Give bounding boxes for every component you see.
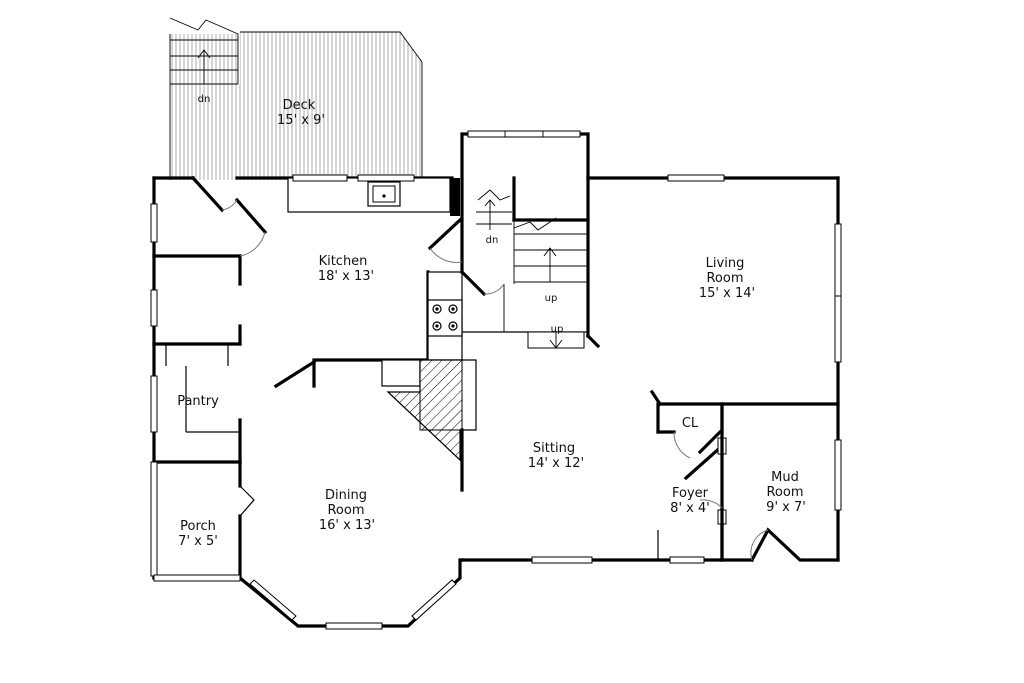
living-name-2: Room: [706, 271, 743, 286]
sitting-name: Sitting: [533, 441, 575, 456]
dining-name-2: Room: [327, 503, 364, 518]
lower-stair-label: up: [551, 324, 564, 335]
mud-dims: 9' x 7': [766, 500, 806, 515]
interior-walls: [152, 175, 840, 580]
fireplace: [381, 359, 477, 462]
cooktop: [427, 299, 463, 337]
closet-name: CL: [682, 416, 699, 431]
foyer-name: Foyer: [672, 486, 709, 501]
door-swings: [221, 199, 769, 561]
porch-dims: 7' x 5': [178, 534, 218, 549]
kitchen-name: Kitchen: [319, 254, 368, 269]
dining-dims: 16' x 13': [319, 518, 375, 533]
deck-name: Deck: [283, 98, 316, 113]
deck-stair-label: dn: [198, 94, 211, 105]
sitting-dims: 14' x 12': [528, 456, 584, 471]
pantry-name: Pantry: [177, 394, 219, 409]
inner-stairs: [476, 189, 512, 230]
main-stairs: [503, 217, 588, 332]
deck-dims: 15' x 9': [277, 113, 325, 128]
living-dims: 15' x 14': [699, 286, 755, 301]
dining-name-1: Dining: [325, 488, 367, 503]
mud-name-2: Room: [766, 485, 803, 500]
inner-stair-label: dn: [486, 235, 499, 246]
windows: [150, 130, 842, 630]
exterior-walls: [152, 132, 840, 628]
deck-stairs: [169, 17, 239, 85]
chimney: [450, 178, 460, 216]
living-name-1: Living: [706, 256, 745, 271]
room-labels: Deck 15' x 9' dn Kitchen 18' x 13' dn up…: [177, 94, 806, 549]
main-stair-label: up: [545, 293, 558, 304]
porch-name: Porch: [180, 519, 216, 534]
mud-name-1: Mud: [771, 470, 799, 485]
lower-stairs: [527, 331, 585, 349]
kitchen-dims: 18' x 13': [318, 269, 374, 284]
foyer-dims: 8' x 4': [670, 501, 710, 516]
